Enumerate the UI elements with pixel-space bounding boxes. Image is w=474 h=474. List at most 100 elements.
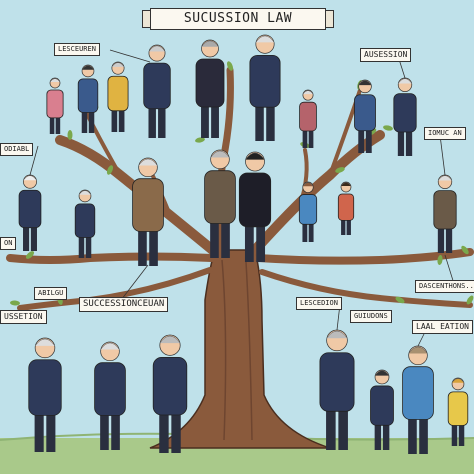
leg (437, 227, 445, 253)
person-elder-woman-yellow (107, 61, 129, 132)
leaf (395, 296, 405, 304)
hair (81, 65, 95, 70)
leg (85, 235, 92, 258)
hair (302, 182, 314, 187)
leg (46, 413, 56, 452)
label-connector (29, 145, 39, 176)
leg (405, 130, 413, 156)
person-boy-suit (370, 369, 394, 450)
hair (437, 175, 453, 181)
label-center-right-1: LESCEDION (296, 297, 342, 310)
leg (244, 224, 254, 262)
person-elder-woman-bottom (94, 341, 126, 450)
label-mid-right-1: IOMUC AN (424, 127, 466, 140)
hair (49, 78, 61, 83)
body (238, 172, 272, 228)
leaf (335, 167, 345, 173)
leaf (437, 255, 443, 265)
leg (451, 423, 458, 446)
twig-left (83, 108, 122, 177)
body (447, 391, 469, 426)
label-center-right-2: GUIUDONS (350, 310, 392, 323)
leg (266, 105, 275, 141)
branch-upper-left (55, 135, 220, 257)
leg (88, 110, 95, 133)
person-man-on-trunk (204, 149, 236, 258)
leaf (226, 61, 234, 71)
body (337, 193, 355, 221)
body (402, 366, 434, 420)
person-elder-man-right (393, 77, 417, 156)
leg (210, 221, 219, 258)
leg (159, 413, 169, 453)
label-right-2: LAAL EATION (412, 320, 473, 334)
hair (358, 80, 372, 86)
leg (111, 108, 118, 132)
body (298, 194, 318, 225)
label-connector (109, 49, 151, 63)
leg (255, 105, 264, 141)
label-connector (439, 134, 446, 176)
body (18, 189, 42, 229)
body (195, 58, 225, 108)
body (74, 203, 96, 238)
branch-mid-left (6, 252, 216, 264)
body (204, 170, 236, 224)
label-top-right: AUSESSION (360, 48, 412, 62)
person-grandmother-left (46, 77, 64, 134)
body (107, 75, 129, 112)
people-group (18, 34, 469, 454)
hair (408, 346, 428, 354)
person-elder-man-cane (195, 39, 225, 138)
hair (100, 342, 120, 350)
leg (118, 108, 125, 132)
hair (78, 190, 92, 195)
body (152, 356, 188, 416)
person-girl-blue (298, 181, 318, 242)
leg (158, 106, 166, 138)
hair (245, 152, 265, 160)
label-mid-left-2: ON (0, 237, 17, 250)
hair (159, 335, 181, 344)
branch-mid-right (254, 248, 474, 265)
leg (338, 409, 348, 450)
leg (149, 229, 158, 266)
person-elder-man-top (143, 44, 171, 138)
hair (201, 40, 219, 47)
leaf (67, 130, 73, 140)
leg (256, 224, 266, 262)
person-young-man (77, 64, 99, 133)
body (370, 385, 394, 426)
leg (397, 130, 405, 156)
leg (308, 129, 314, 148)
leg (221, 221, 230, 258)
person-girl-right (354, 79, 376, 153)
leg (326, 409, 336, 450)
hair (374, 370, 390, 376)
leg (408, 417, 417, 454)
trunk-bark-lines (221, 259, 253, 441)
leg (111, 413, 120, 450)
leaf (461, 245, 469, 255)
leg (81, 110, 88, 133)
label-mid-left-1: ODIABL (0, 143, 34, 156)
leg (23, 225, 30, 251)
leg (308, 222, 314, 242)
leg (302, 222, 308, 242)
leg (34, 413, 44, 452)
person-elder-man-bottom-left (28, 337, 62, 452)
hair (302, 90, 314, 95)
person-man-brown-suit (132, 157, 164, 266)
label-top-left: LESCEUREN (54, 43, 100, 56)
person-seated-man-left (18, 174, 42, 251)
label-lower-left-2: USSETION (0, 310, 47, 324)
leaf (466, 295, 474, 305)
hair (326, 330, 348, 339)
leg (148, 106, 156, 138)
person-woman-blue-dress (402, 345, 434, 454)
body (249, 54, 281, 108)
hair (111, 62, 125, 68)
leaf (25, 251, 35, 259)
leg (138, 229, 147, 266)
